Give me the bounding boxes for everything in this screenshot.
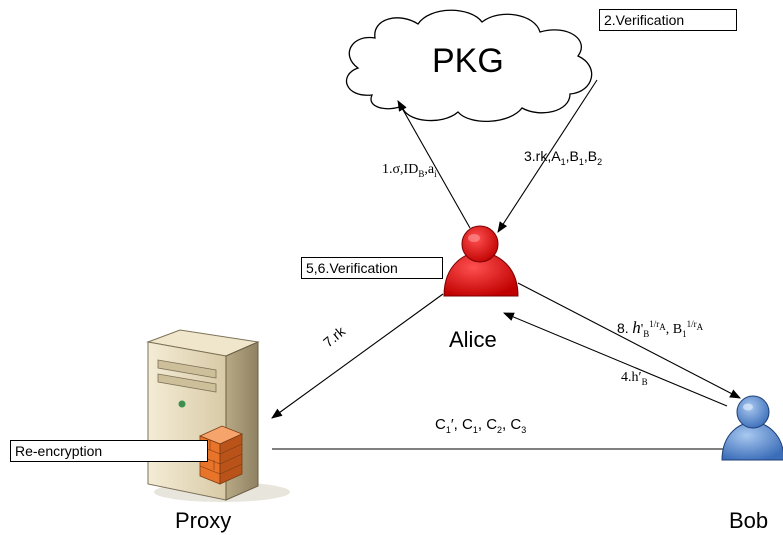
arrow-step4 [502, 312, 728, 407]
arrow-step1 [397, 100, 471, 229]
step8-label: 8. h'B1/rA, B11/rA [617, 318, 704, 339]
pkg-cloud [346, 9, 593, 123]
arrow-step8 [517, 282, 741, 399]
step4-label: 4.h′B [621, 370, 648, 387]
firewall-icon [198, 425, 244, 485]
arrow-step3 [497, 79, 598, 233]
step1-label: 1.σ,IDB,ai [382, 162, 437, 179]
alice-icon [443, 225, 519, 297]
proxy-server-icon [146, 329, 290, 502]
arrow-step7 [271, 293, 444, 419]
proxy-reencryption-box: Re-encryption [10, 440, 208, 462]
step3-label: 3.rk,A1,B1,B2 [524, 148, 603, 167]
pkg-verification-box: 2.Verification [599, 9, 737, 31]
ciphertext-label: C1′, C1, C2, C3 [435, 416, 527, 435]
bob-icon [721, 395, 783, 461]
pkg-label: PKG [432, 42, 504, 80]
alice-label: Alice [449, 327, 497, 352]
alice-verification-box: 5,6.Verification [301, 257, 443, 279]
bob-label: Bob [729, 508, 769, 533]
arrows [271, 79, 741, 454]
proxy-label: Proxy [175, 508, 232, 533]
